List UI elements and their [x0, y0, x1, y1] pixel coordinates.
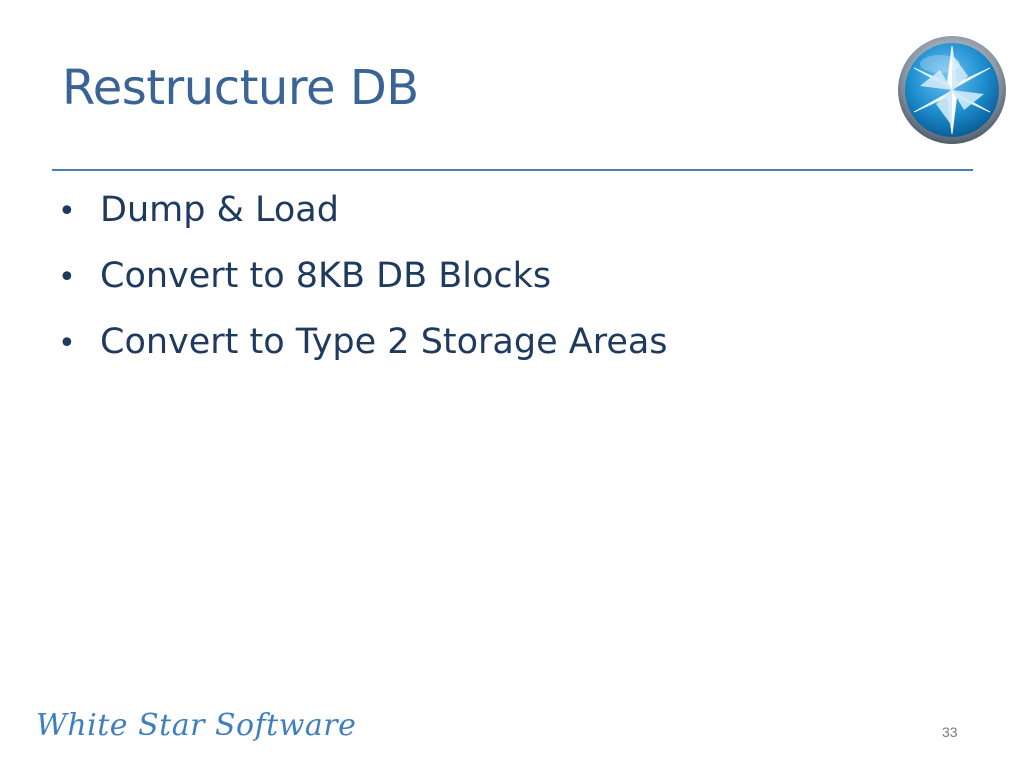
bullet-item: • Convert to Type 2 Storage Areas: [58, 322, 668, 388]
bullet-text: Convert to 8KB DB Blocks: [100, 256, 552, 296]
bullet-glyph: •: [58, 326, 76, 361]
footer-brand-logo: White Star Software: [36, 708, 357, 743]
bullet-text: Convert to Type 2 Storage Areas: [100, 322, 668, 362]
slide-title: Restructure DB: [62, 60, 419, 116]
page-number: 33: [942, 724, 958, 740]
bullet-item: • Convert to 8KB DB Blocks: [58, 256, 668, 322]
bullet-item: • Dump & Load: [58, 190, 668, 256]
star-globe-icon: [896, 34, 1008, 146]
bullet-glyph: •: [58, 260, 76, 295]
title-divider: [52, 169, 973, 171]
bullet-list: • Dump & Load • Convert to 8KB DB Blocks…: [58, 190, 668, 388]
bullet-text: Dump & Load: [100, 190, 339, 230]
bullet-glyph: •: [58, 194, 76, 229]
